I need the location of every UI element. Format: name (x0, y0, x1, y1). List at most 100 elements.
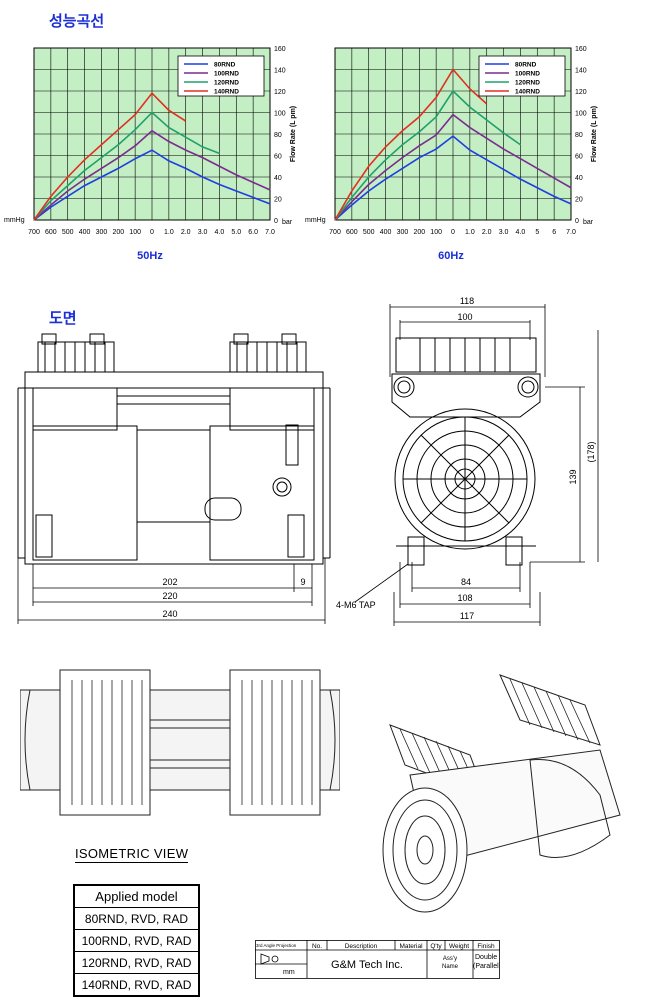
x-tick-label: 1.0 (465, 229, 475, 236)
legend-box (478, 55, 566, 97)
x-tick-label: 5 (535, 229, 539, 236)
dim-178: (178) (586, 441, 596, 462)
x-tick-label: 600 (346, 229, 358, 236)
right-head-fins (229, 333, 307, 373)
series-line-100RND (33, 129, 271, 221)
x-tick-label: 100 (430, 229, 442, 236)
x-unit-right: bar (583, 219, 594, 226)
x-tick-label: 400 (380, 229, 392, 236)
y-tick-label: 60 (274, 154, 282, 161)
tb-assy-label-1: Ass'y (443, 956, 457, 962)
performance-curve-heading: 성능곡선 (49, 12, 105, 30)
legend-label: 80RND (214, 62, 236, 69)
legend-label: 140RND (214, 89, 239, 96)
legend-box (177, 55, 265, 97)
dim-220: 220 (162, 591, 177, 601)
isometric-view-illustration (370, 665, 640, 925)
left-head-fins (37, 333, 115, 373)
chart-svg: 700 600 500 400 300 200 100 0 1.0 2.0 3.0 4.0 5 6 7.0 0… (305, 46, 598, 236)
x-tick-label: 200 (413, 229, 425, 236)
x-tick-label: 1.0 (164, 229, 174, 236)
y-tick-label: 0 (575, 218, 579, 225)
x-unit-left: mmHg (4, 217, 25, 224)
y-tick-label: 140 (274, 68, 286, 75)
series-line-80RND (33, 149, 271, 221)
series-line-140RND (33, 91, 187, 221)
chart-60hz: 700 600 500 400 300 200 100 0 1.0 2.0 3.0 4.0 5 6 7.0 0… (303, 38, 603, 270)
x-tick-label: 5.0 (231, 229, 241, 236)
chart-caption-60hz: 60Hz (438, 250, 464, 262)
tb-projection: 3rd Angle Projection (256, 943, 297, 948)
tb-col-weight: Weight (449, 943, 469, 950)
x-tick-label: 0 (150, 229, 154, 236)
applied-model-row: 80RND, RVD, RAD (73, 907, 200, 930)
y-tick-label: 100 (274, 111, 286, 118)
applied-model-table: Applied model 80RND, RVD, RAD 100RND, RV… (73, 884, 200, 997)
y-tick-label: 20 (274, 197, 282, 204)
x-tick-label: 6.0 (248, 229, 258, 236)
x-tick-label: 4.0 (215, 229, 225, 236)
y-tick-label: 20 (575, 197, 583, 204)
x-tick-label: 300 (397, 229, 409, 236)
series-line-140RND (334, 68, 488, 221)
tb-col-material: Material (399, 943, 423, 950)
tb-col-finish: Finish (477, 943, 495, 950)
dim-9: 9 (300, 577, 305, 587)
legend-label: 100RND (214, 71, 239, 78)
x-tick-label: 4.0 (516, 229, 526, 236)
y-tick-label: 100 (575, 111, 587, 118)
tb-unit: mm (283, 969, 295, 976)
y-tick-label: 40 (575, 175, 583, 182)
x-tick-label: 500 (62, 229, 74, 236)
x-tick-label: 3.0 (499, 229, 509, 236)
tb-assy-label-2: Name (442, 964, 459, 970)
y-axis-label: Flow Rate (L pm) (290, 106, 297, 162)
x-tick-label: 2.0 (482, 229, 492, 236)
projection-symbol-icon (260, 953, 279, 965)
x-tick-label: 500 (363, 229, 375, 236)
y-tick-label: 160 (274, 46, 286, 53)
tb-col-no: No. (312, 943, 322, 950)
dim-100: 100 (457, 312, 472, 322)
legend-label: 120RND (214, 80, 239, 87)
x-tick-label: 0 (451, 229, 455, 236)
y-tick-label: 140 (575, 68, 587, 75)
dim-117: 117 (460, 611, 474, 621)
x-tick-label: 3.0 (198, 229, 208, 236)
series-line-120RND (334, 89, 521, 221)
legend-label: 120RND (515, 80, 540, 87)
series-line-80RND (334, 135, 572, 221)
x-tick-label: 6 (552, 229, 556, 236)
y-tick-label: 120 (575, 89, 587, 96)
tap-note: 4-M6 TAP (336, 600, 376, 610)
dim-240: 240 (162, 609, 177, 619)
x-tick-label: 400 (79, 229, 91, 236)
series-line-120RND (33, 111, 220, 221)
dim-118: 118 (460, 296, 474, 306)
y-tick-label: 160 (575, 46, 587, 53)
dim-202: 202 (162, 577, 177, 587)
isometric-view-title: ISOMETRIC VIEW (75, 846, 189, 863)
top-view-illustration (19, 660, 341, 820)
x-tick-label: 600 (45, 229, 57, 236)
tb-assy-value-2: (Parallel (473, 963, 499, 970)
x-tick-label: 700 (329, 229, 341, 236)
tb-company: G&M Tech Inc. (331, 959, 403, 971)
applied-model-row: 120RND, RVD, RAD (73, 951, 200, 974)
legend-label: 80RND (515, 62, 537, 69)
y-tick-label: 80 (575, 132, 583, 139)
side-view-drawing: 202 9 220 240 (0, 330, 340, 630)
y-axis-label: Flow Rate (L pm) (591, 106, 598, 162)
applied-model-row: 100RND, RVD, RAD (73, 929, 200, 952)
x-tick-label: 7.0 (566, 229, 576, 236)
x-tick-label: 700 (28, 229, 40, 236)
y-tick-label: 60 (575, 154, 583, 161)
x-tick-label: 200 (112, 229, 124, 236)
x-unit-right: bar (282, 219, 293, 226)
dim-84: 84 (461, 577, 471, 587)
chart-caption-50hz: 50Hz (137, 250, 163, 262)
x-tick-label: 2.0 (181, 229, 191, 236)
dim-108: 108 (457, 593, 472, 603)
